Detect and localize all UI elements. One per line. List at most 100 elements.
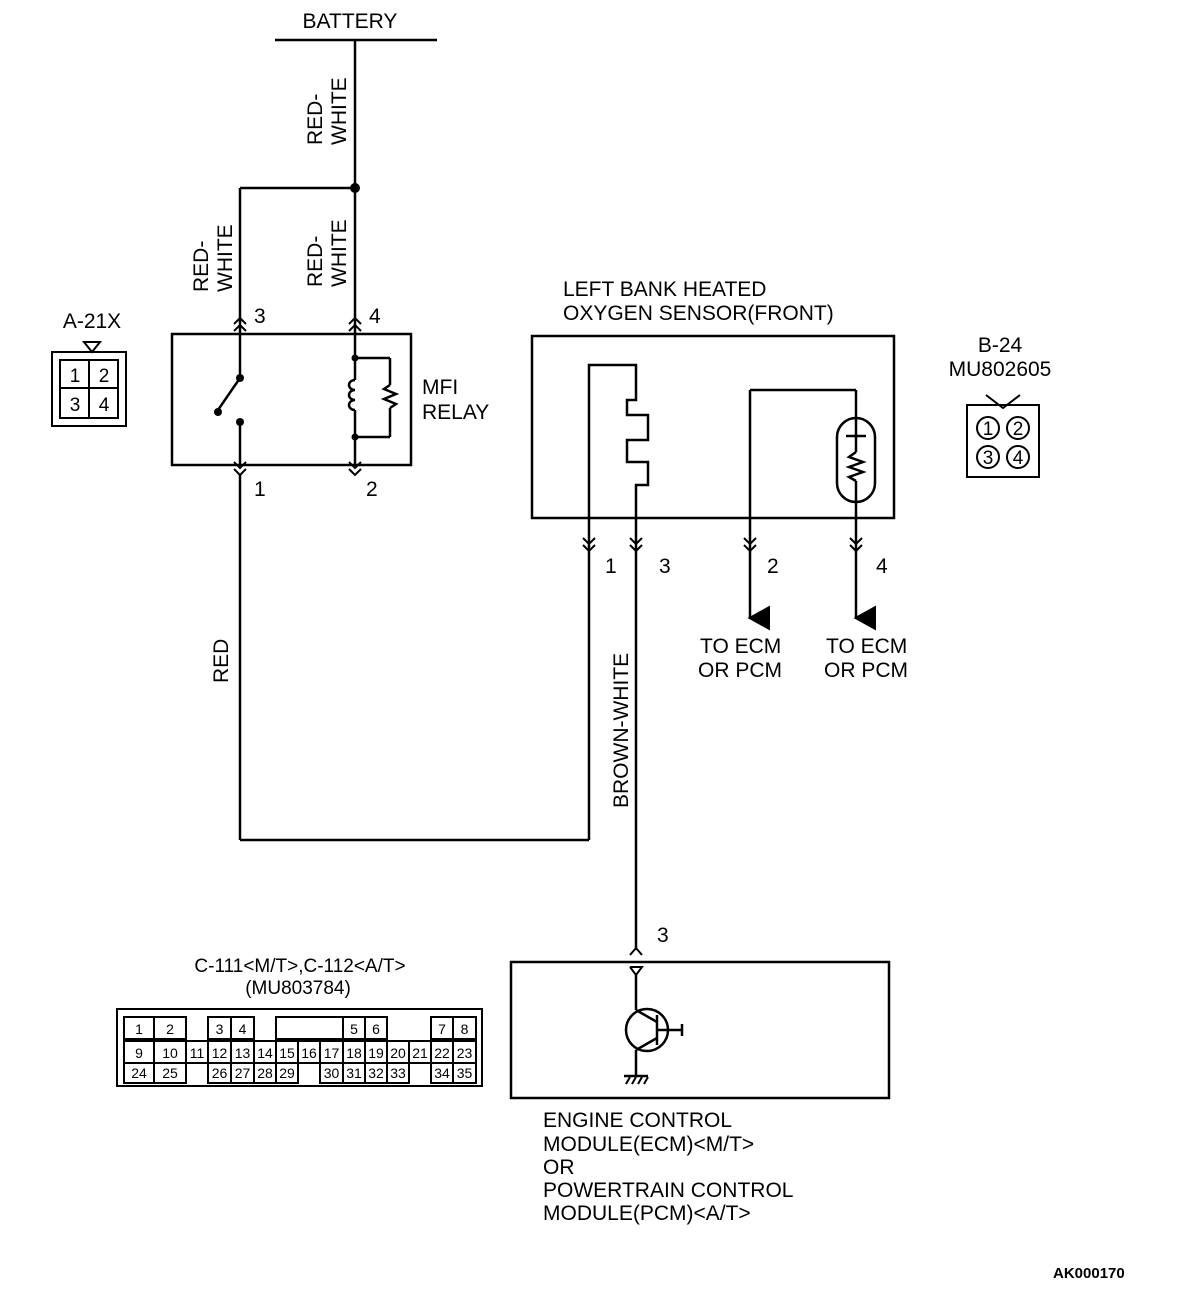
ecm-line-4: POWERTRAIN CONTROL xyxy=(543,1179,793,1202)
relay-coil-icon xyxy=(347,334,400,465)
c111-part: (MU803784) xyxy=(245,978,351,999)
c111-pin-label: 4 xyxy=(239,1021,247,1037)
c111-label: C-111<M/T>,C-112<A/T> xyxy=(194,956,405,977)
relay-pin-3: 3 xyxy=(254,305,266,328)
oxygen-sensor-box xyxy=(530,334,896,520)
c111-pin-label: 8 xyxy=(461,1021,469,1037)
relay-label-1: MFI xyxy=(422,376,458,399)
c111-pin-label: 20 xyxy=(390,1045,406,1061)
c111-pin-cell xyxy=(452,1016,477,1040)
a21x-label: A-21X xyxy=(63,310,121,333)
c111-pin-label: 34 xyxy=(434,1065,450,1081)
c111-pin-label: 31 xyxy=(346,1065,362,1081)
a21x-key-icon xyxy=(81,341,103,354)
a21x-connector xyxy=(51,351,127,427)
c111-pin-label: 7 xyxy=(438,1021,446,1037)
to-ecm-b-1: TO ECM xyxy=(826,635,907,658)
ecm-line-5: MODULE(PCM)<A/T> xyxy=(543,1202,751,1225)
b24-pin-1: 1 xyxy=(983,419,994,440)
sensor-pin-1: 1 xyxy=(605,555,617,578)
battery-label: BATTERY xyxy=(303,10,398,33)
ecm-pin-3: 3 xyxy=(657,924,669,947)
ecm-pin-chevrons xyxy=(629,946,644,977)
c111-pin-label: 22 xyxy=(434,1045,450,1061)
sensor-pin-2: 2 xyxy=(767,555,779,578)
c111-pin-label: 12 xyxy=(212,1045,228,1061)
c111-pin-label: 17 xyxy=(324,1045,340,1061)
c111-pin-cell xyxy=(230,1016,255,1040)
b24-pin-3: 3 xyxy=(983,448,994,469)
relay-label-2: RELAY xyxy=(422,401,489,424)
wire-label-red: RED xyxy=(210,639,233,683)
c111-pin-label: 5 xyxy=(350,1021,358,1037)
ecm-line-1: ENGINE CONTROL xyxy=(543,1109,732,1132)
c111-pin-label: 24 xyxy=(131,1065,147,1081)
c111-pin-label: 28 xyxy=(257,1065,273,1081)
transistor-icon xyxy=(624,975,684,1085)
c111-pin-label: 33 xyxy=(390,1065,406,1081)
b24-label: B-24 xyxy=(978,334,1023,357)
relay-switch-icon xyxy=(214,334,244,465)
wire-label-right-1: RED- xyxy=(304,236,327,287)
c111-pin-label: 16 xyxy=(301,1045,317,1061)
c111-pin-label: 1 xyxy=(135,1021,143,1037)
c111-pin-label: 2 xyxy=(166,1021,174,1037)
figure-code: AK000170 xyxy=(1053,1265,1125,1282)
a21x-pin-3: 3 xyxy=(70,395,81,416)
c111-pin-label: 11 xyxy=(190,1045,205,1061)
to-ecm-a-2: OR PCM xyxy=(698,659,782,682)
sensor-pin-chevrons xyxy=(582,537,863,553)
c111-pin-label: 32 xyxy=(368,1065,384,1081)
ecm-box xyxy=(509,960,891,1100)
c111-pin-cell xyxy=(153,1062,187,1084)
sensor-pin-4: 4 xyxy=(876,555,888,578)
wire-label-main-top-1: RED- xyxy=(304,94,327,145)
wire-label-left-1: RED- xyxy=(190,241,213,292)
c111-pin-cell xyxy=(153,1016,187,1040)
a21x-pin-4: 4 xyxy=(99,395,110,416)
heater-element-icon xyxy=(748,388,877,518)
ecm-line-2: MODULE(ECM)<M/T> xyxy=(543,1133,754,1156)
c111-pin-label: 19 xyxy=(368,1045,384,1061)
a21x-pin-1: 1 xyxy=(70,366,81,387)
c111-pin-label: 27 xyxy=(235,1065,251,1081)
mfi-relay-box xyxy=(170,332,413,467)
c111-pin-label: 35 xyxy=(457,1065,473,1081)
b24-pin-4: 4 xyxy=(1013,448,1024,469)
wire-label-left-2: WHITE xyxy=(214,224,237,292)
to-ecm-a-1: TO ECM xyxy=(700,635,781,658)
c111-pin-label: 14 xyxy=(257,1045,273,1061)
b24-pin-2: 2 xyxy=(1013,419,1024,440)
wire-label-brown-white: BROWN-WHITE xyxy=(610,653,633,808)
c111-pin-label: 23 xyxy=(457,1045,473,1061)
c111-pin-cell xyxy=(386,1062,410,1084)
c111-pin-label: 3 xyxy=(216,1021,224,1037)
c111-pin-label: 21 xyxy=(412,1045,428,1061)
b24-part: MU802605 xyxy=(949,358,1052,381)
c111-pin-label: 18 xyxy=(346,1045,362,1061)
relay-pin-2: 2 xyxy=(366,478,378,501)
c111-pin-label: 26 xyxy=(212,1065,228,1081)
relay-pin-chevrons xyxy=(233,316,362,477)
sensor-element-icon xyxy=(587,363,650,518)
b24-key-icon xyxy=(985,394,1021,410)
c111-pin-label: 10 xyxy=(162,1045,178,1061)
to-ecm-b-2: OR PCM xyxy=(824,659,908,682)
relay-pin-4: 4 xyxy=(369,305,381,328)
c111-pin-label: 29 xyxy=(279,1065,295,1081)
ecm-line-3: OR xyxy=(543,1156,575,1179)
c111-pin-label: 15 xyxy=(279,1045,295,1061)
relay-pin-1: 1 xyxy=(254,478,266,501)
b24-connector xyxy=(966,404,1040,478)
c111-pin-label: 9 xyxy=(135,1045,143,1061)
sensor-title-1: LEFT BANK HEATED xyxy=(563,278,766,301)
sensor-pin-3: 3 xyxy=(659,555,671,578)
c111-key-slot xyxy=(275,1016,344,1040)
wire-label-main-top-2: WHITE xyxy=(328,77,351,145)
c111-pin-label: 30 xyxy=(324,1065,340,1081)
a21x-pin-2: 2 xyxy=(99,366,110,387)
c111-pin-label: 6 xyxy=(372,1021,380,1037)
c111-pin-cell xyxy=(275,1062,299,1084)
